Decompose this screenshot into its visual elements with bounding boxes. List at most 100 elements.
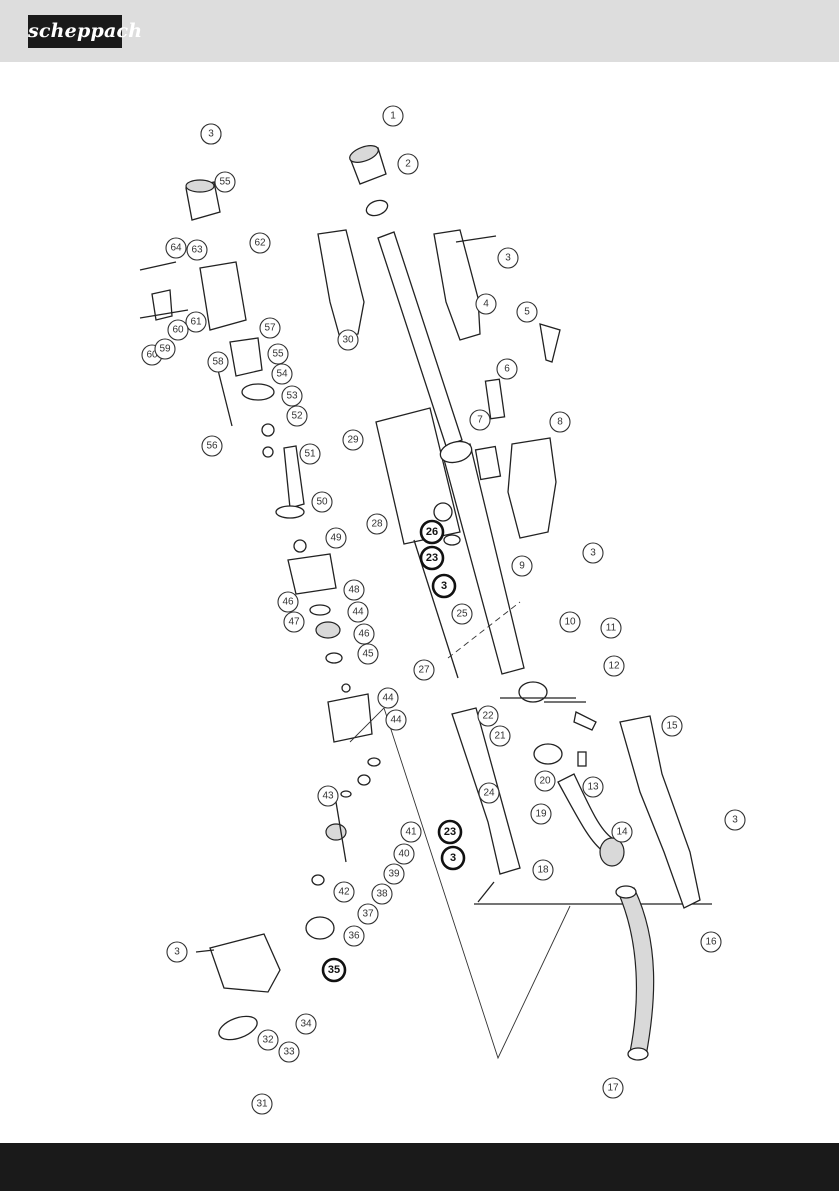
callout-35: 35 xyxy=(323,959,345,981)
callout-1: 1 xyxy=(383,106,403,126)
svg-text:36: 36 xyxy=(348,931,360,942)
svg-text:17: 17 xyxy=(607,1083,619,1094)
svg-text:51: 51 xyxy=(304,449,316,460)
svg-text:41: 41 xyxy=(405,827,417,838)
svg-text:12: 12 xyxy=(608,661,620,672)
svg-text:14: 14 xyxy=(616,827,628,838)
callout-5: 5 xyxy=(517,302,537,322)
callout-11: 11 xyxy=(601,618,621,638)
callout-38: 38 xyxy=(372,884,392,904)
callout-30: 30 xyxy=(338,330,358,350)
svg-text:28: 28 xyxy=(371,519,383,530)
callout-46: 46 xyxy=(278,592,298,612)
svg-text:30: 30 xyxy=(342,335,354,346)
svg-text:46: 46 xyxy=(358,629,370,640)
callout-14: 14 xyxy=(612,822,632,842)
callout-44: 44 xyxy=(386,710,406,730)
callout-54: 54 xyxy=(272,364,292,384)
callout-3: 3 xyxy=(725,810,745,830)
svg-text:3: 3 xyxy=(505,253,511,264)
svg-text:49: 49 xyxy=(330,533,342,544)
svg-text:3: 3 xyxy=(441,580,447,592)
callout-56: 56 xyxy=(202,436,222,456)
svg-text:33: 33 xyxy=(283,1047,295,1058)
callout-44: 44 xyxy=(348,602,368,622)
callout-23: 23 xyxy=(439,821,461,843)
callout-45: 45 xyxy=(358,644,378,664)
callout-7: 7 xyxy=(470,410,490,430)
callout-55: 55 xyxy=(268,344,288,364)
svg-text:40: 40 xyxy=(398,849,410,860)
callout-37: 37 xyxy=(358,904,378,924)
callout-8: 8 xyxy=(550,412,570,432)
callout-31: 31 xyxy=(252,1094,272,1114)
callout-4: 4 xyxy=(476,294,496,314)
callout-53: 53 xyxy=(282,386,302,406)
svg-text:32: 32 xyxy=(262,1035,274,1046)
svg-text:44: 44 xyxy=(390,715,402,726)
callout-3: 3 xyxy=(442,847,464,869)
svg-text:48: 48 xyxy=(348,585,360,596)
callout-28: 28 xyxy=(367,514,387,534)
callout-47: 47 xyxy=(284,612,304,632)
svg-text:54: 54 xyxy=(276,369,288,380)
svg-text:25: 25 xyxy=(456,609,468,620)
callout-32: 32 xyxy=(258,1030,278,1050)
callout-20: 20 xyxy=(535,771,555,791)
svg-text:8: 8 xyxy=(557,417,563,428)
svg-text:34: 34 xyxy=(300,1019,312,1030)
callout-25: 25 xyxy=(452,604,472,624)
callout-33: 33 xyxy=(279,1042,299,1062)
callout-34: 34 xyxy=(296,1014,316,1034)
callout-52: 52 xyxy=(287,406,307,426)
callout-61: 61 xyxy=(186,312,206,332)
callout-59: 59 xyxy=(155,339,175,359)
svg-text:37: 37 xyxy=(362,909,374,920)
callout-26: 26 xyxy=(421,521,443,543)
svg-text:27: 27 xyxy=(418,665,430,676)
callout-40: 40 xyxy=(394,844,414,864)
svg-text:3: 3 xyxy=(590,548,596,559)
svg-text:60: 60 xyxy=(172,325,184,336)
callout-16: 16 xyxy=(701,932,721,952)
svg-text:4: 4 xyxy=(483,299,489,310)
svg-text:47: 47 xyxy=(288,617,300,628)
callout-60: 60 xyxy=(168,320,188,340)
callout-50: 50 xyxy=(312,492,332,512)
callout-24: 24 xyxy=(479,783,499,803)
svg-text:63: 63 xyxy=(191,245,203,256)
page-header: scheppach xyxy=(0,0,839,62)
callout-58: 58 xyxy=(208,352,228,372)
callout-27: 27 xyxy=(414,660,434,680)
svg-text:42: 42 xyxy=(338,887,350,898)
svg-text:44: 44 xyxy=(382,693,394,704)
svg-text:3: 3 xyxy=(174,947,180,958)
callout-46: 46 xyxy=(354,624,374,644)
svg-text:5: 5 xyxy=(524,307,530,318)
callout-18: 18 xyxy=(533,860,553,880)
callout-57: 57 xyxy=(260,318,280,338)
callout-41: 41 xyxy=(401,822,421,842)
callout-49: 49 xyxy=(326,528,346,548)
callout-13: 13 xyxy=(583,777,603,797)
svg-text:24: 24 xyxy=(483,788,495,799)
callout-3: 3 xyxy=(498,248,518,268)
callout-3: 3 xyxy=(201,124,221,144)
callout-21: 21 xyxy=(490,726,510,746)
callout-64: 64 xyxy=(166,238,186,258)
callout-22: 22 xyxy=(478,706,498,726)
svg-text:58: 58 xyxy=(212,357,224,368)
svg-text:20: 20 xyxy=(539,776,551,787)
svg-text:44: 44 xyxy=(352,607,364,618)
svg-text:29: 29 xyxy=(347,435,359,446)
svg-text:18: 18 xyxy=(537,865,549,876)
callout-15: 15 xyxy=(662,716,682,736)
callout-9: 9 xyxy=(512,556,532,576)
svg-text:9: 9 xyxy=(519,561,525,572)
svg-text:15: 15 xyxy=(666,721,678,732)
callout-23: 23 xyxy=(421,547,443,569)
svg-text:53: 53 xyxy=(286,391,298,402)
svg-text:31: 31 xyxy=(256,1099,268,1110)
svg-text:59: 59 xyxy=(159,344,171,355)
svg-text:26: 26 xyxy=(426,526,438,538)
